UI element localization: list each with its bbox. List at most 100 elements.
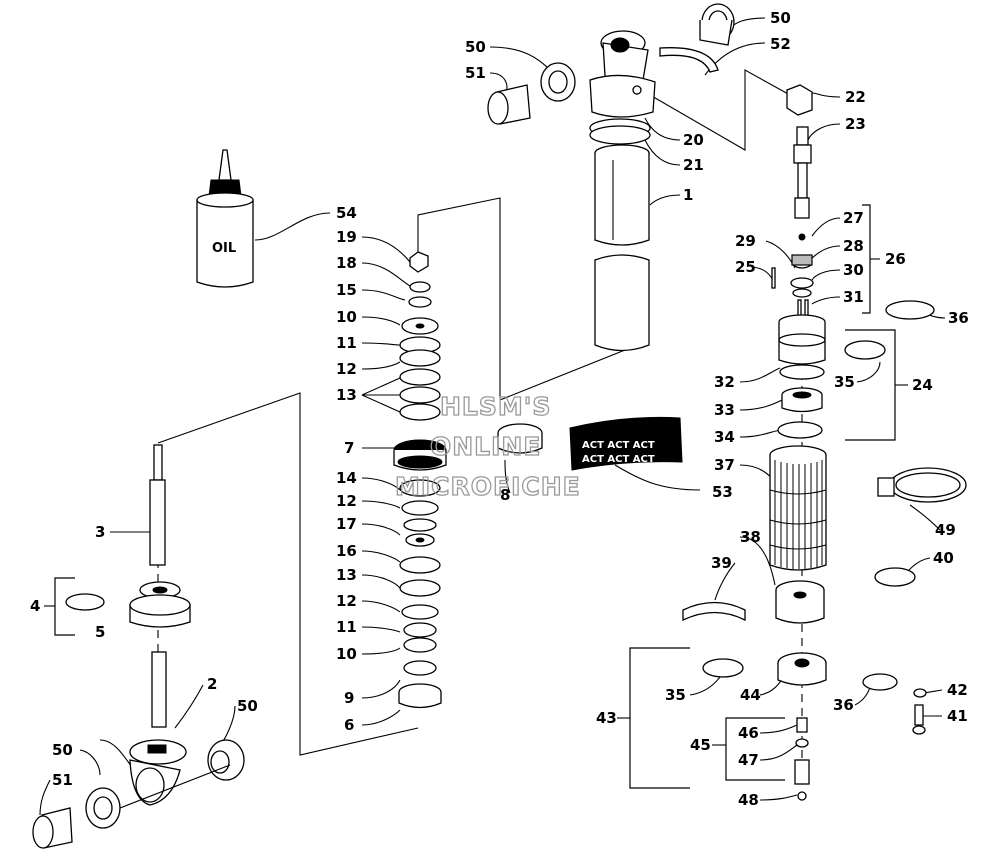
callout: 41 bbox=[947, 707, 968, 725]
callout: 32 bbox=[714, 373, 735, 391]
ring-part-40 bbox=[874, 567, 916, 587]
oil-bottle-label: OIL bbox=[212, 241, 236, 256]
callout: 26 bbox=[885, 250, 906, 268]
seal-part-33 bbox=[781, 387, 823, 413]
washer-part-47 bbox=[795, 738, 809, 748]
bolt-part-45 bbox=[794, 759, 810, 785]
plug-part-46 bbox=[796, 717, 808, 733]
callout: 15 bbox=[336, 281, 357, 299]
upper-eye-assembly bbox=[589, 30, 656, 145]
screw-part-27 bbox=[798, 233, 806, 241]
nut-part-48 bbox=[797, 791, 807, 801]
clip-part-52 bbox=[659, 47, 719, 73]
callout: 3 bbox=[95, 523, 105, 541]
callout: 12 bbox=[336, 492, 357, 510]
callout: 43 bbox=[596, 709, 617, 727]
callout: 7 bbox=[344, 439, 354, 457]
o-ring-part-32 bbox=[779, 364, 825, 380]
callout: 36 bbox=[833, 696, 854, 714]
spring-part-37 bbox=[769, 445, 827, 571]
callout: 5 bbox=[95, 623, 105, 641]
bushing-part-50-top-right bbox=[699, 3, 735, 46]
piston-part-7 bbox=[393, 439, 447, 471]
callout: 12 bbox=[336, 360, 357, 378]
ring-part-35-top bbox=[844, 340, 886, 360]
callout: 16 bbox=[336, 542, 357, 560]
bearing-part-38 bbox=[775, 580, 825, 624]
washer-part-18 bbox=[409, 281, 431, 293]
callout: 24 bbox=[912, 376, 933, 394]
ring-part-35-bottom bbox=[702, 658, 744, 678]
sleeve-part-51-top bbox=[487, 84, 531, 125]
end-cap-part-44 bbox=[777, 652, 827, 686]
washer-part-29 bbox=[792, 288, 812, 298]
fitting-part-22 bbox=[786, 84, 813, 116]
svg-text:ACT ACT ACT: ACT ACT ACT bbox=[582, 454, 655, 465]
callouts: 50 52 50 51 22 20 23 21 1 54 27 19 28 26… bbox=[30, 9, 969, 809]
reservoir-body-part-1 bbox=[594, 144, 650, 352]
callout: 10 bbox=[336, 645, 357, 663]
callout: 39 bbox=[711, 554, 732, 572]
valve-stack bbox=[393, 251, 447, 709]
piston-part-28 bbox=[791, 254, 813, 269]
callout: 8 bbox=[500, 486, 510, 504]
svg-text:ACT ACT ACT: ACT ACT ACT bbox=[582, 440, 655, 451]
callout: 46 bbox=[738, 724, 759, 742]
o-ring-part-5 bbox=[65, 593, 105, 611]
callout: 52 bbox=[770, 35, 791, 53]
shaft-part-3 bbox=[149, 444, 166, 566]
callout: 30 bbox=[843, 261, 864, 279]
callout: 53 bbox=[712, 483, 733, 501]
callout: 17 bbox=[336, 515, 357, 533]
callout: 21 bbox=[683, 156, 704, 174]
nut-part-19 bbox=[409, 251, 429, 273]
callout: 48 bbox=[738, 791, 759, 809]
callout: 33 bbox=[714, 401, 735, 419]
clamp-part-49 bbox=[877, 467, 967, 503]
callout: 50 bbox=[237, 697, 258, 715]
callout: 4 bbox=[30, 597, 40, 615]
callout: 18 bbox=[336, 254, 357, 272]
bushing-part-50-lower-right bbox=[207, 739, 245, 781]
callout: 11 bbox=[336, 334, 357, 352]
callout: 50 bbox=[52, 741, 73, 759]
callout: 27 bbox=[843, 209, 864, 227]
callout: 13 bbox=[336, 566, 357, 584]
callout: 34 bbox=[714, 428, 735, 446]
callout: 50 bbox=[770, 9, 791, 27]
washer-part-42 bbox=[913, 688, 927, 698]
callout: 45 bbox=[690, 736, 711, 754]
callout: 6 bbox=[344, 716, 354, 734]
shaft-lower-part-3 bbox=[151, 651, 167, 728]
valve-stem-part-23 bbox=[793, 126, 812, 219]
watermark: HLSM'S ONLINE MICROFICHE bbox=[394, 391, 581, 501]
callout: 42 bbox=[947, 681, 968, 699]
callout: 2 bbox=[207, 675, 217, 693]
callout: 11 bbox=[336, 618, 357, 636]
callout: 38 bbox=[740, 528, 761, 546]
callout: 50 bbox=[465, 38, 486, 56]
callout: 40 bbox=[933, 549, 954, 567]
callout: 35 bbox=[665, 686, 686, 704]
callout: 25 bbox=[735, 258, 756, 276]
bushing-part-50-lower-left bbox=[85, 787, 121, 829]
callout: 35 bbox=[834, 373, 855, 391]
eye-part-2 bbox=[129, 739, 187, 806]
callout: 54 bbox=[336, 204, 357, 222]
callout: 51 bbox=[52, 771, 73, 789]
washer-part-15 bbox=[408, 296, 432, 308]
callout: 13 bbox=[336, 386, 357, 404]
callout: 9 bbox=[344, 689, 354, 707]
callout: 29 bbox=[735, 232, 756, 250]
callout: 23 bbox=[845, 115, 866, 133]
callout: 31 bbox=[843, 288, 864, 306]
pin-part-25 bbox=[771, 267, 776, 289]
decal-part-53: ACT ACT ACT ACT ACT ACT bbox=[569, 416, 683, 471]
callout: 12 bbox=[336, 592, 357, 610]
screw-part-41 bbox=[912, 704, 926, 735]
callout: 37 bbox=[714, 456, 735, 474]
watermark-line-3: MICROFICHE bbox=[395, 472, 581, 501]
watermark-line-1: HLSM'S bbox=[440, 392, 551, 421]
callout: 47 bbox=[738, 751, 759, 769]
